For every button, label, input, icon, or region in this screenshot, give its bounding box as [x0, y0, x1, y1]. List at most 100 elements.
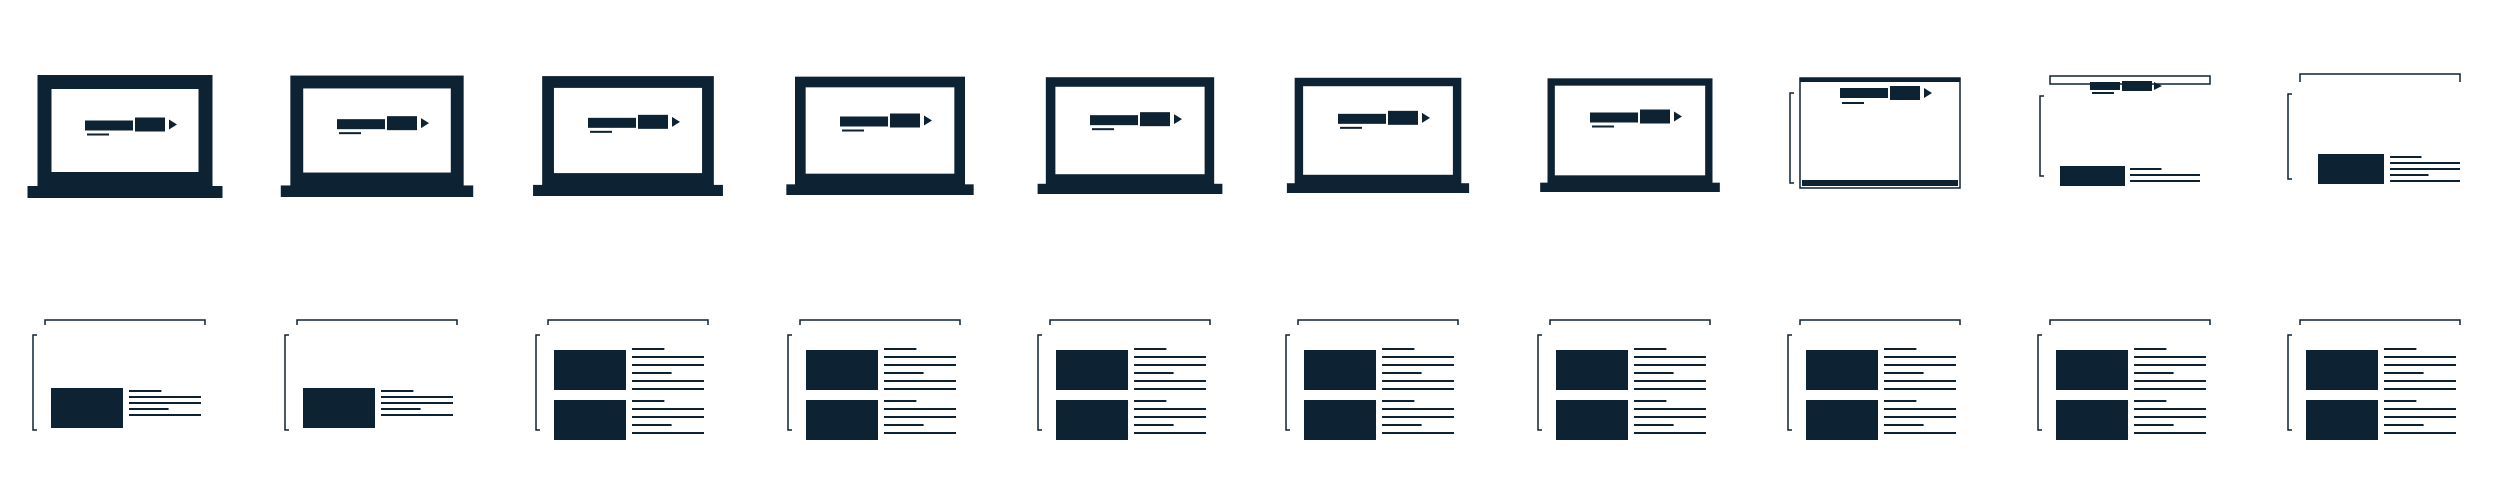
article-card-image	[1806, 400, 1878, 440]
search-bar	[2090, 82, 2120, 90]
laptop-base	[1540, 182, 1720, 192]
cursor-arrow-icon	[1422, 112, 1430, 123]
article-text-line	[129, 396, 201, 398]
article-text-line	[632, 356, 704, 358]
article-text-line	[2130, 174, 2200, 176]
article-text-line	[381, 408, 421, 410]
frame-row2-9	[2037, 319, 2211, 440]
search-bar	[588, 117, 636, 128]
frame-row1-9	[2039, 75, 2211, 186]
article-text-line	[381, 390, 414, 392]
article-text-line	[632, 424, 672, 426]
article-card-image	[806, 350, 878, 390]
article-text-line	[884, 356, 956, 358]
article-text-line	[1634, 388, 1706, 390]
article-text-line	[2134, 416, 2206, 418]
article-card-image	[1056, 400, 1128, 440]
frame-row1-4	[786, 76, 974, 195]
frame-row1-8	[1789, 77, 1961, 189]
article-card-image	[2318, 154, 2384, 184]
laptop-screen-inner	[1554, 85, 1706, 176]
search-hint-line	[842, 129, 864, 132]
article-text-line	[1382, 400, 1415, 402]
laptop-base	[533, 184, 723, 196]
article-card-image	[2306, 400, 2378, 440]
frame-row2-8	[1787, 319, 1961, 440]
article-text-line	[2134, 408, 2206, 410]
search-hint-line	[87, 133, 109, 136]
article-text-line	[2390, 174, 2429, 176]
article-text-line	[1884, 408, 1956, 410]
article-text-line	[2384, 408, 2456, 410]
laptop-base	[1037, 183, 1223, 194]
article-text-line	[1634, 364, 1706, 366]
frame-row2-4	[787, 319, 961, 440]
article-text-line	[2134, 424, 2174, 426]
frame-row2-6	[1285, 319, 1459, 440]
search-button	[135, 117, 165, 132]
laptop-screen-inner	[805, 87, 955, 174]
article-text-line	[1134, 348, 1167, 350]
article-text-line	[1134, 372, 1174, 374]
search-button	[1890, 86, 1920, 100]
article-text-line	[632, 348, 665, 350]
article-text-line	[632, 372, 672, 374]
article-text-line	[381, 396, 453, 398]
side-bracket	[2287, 334, 2292, 431]
article-text-line	[1634, 372, 1674, 374]
side-bracket	[32, 334, 37, 431]
article-text-line	[1134, 388, 1206, 390]
article-text-line	[884, 408, 956, 410]
article-text-line	[1134, 432, 1206, 434]
article-text-line	[884, 424, 924, 426]
article-text-line	[1634, 356, 1706, 358]
search-button	[1388, 110, 1418, 125]
frame-row1-7	[1540, 78, 1720, 192]
article-text-line	[1884, 388, 1956, 390]
frame-row2-10	[2287, 319, 2461, 440]
laptop-base	[786, 184, 974, 195]
frame-row1-2	[280, 75, 474, 197]
article-text-line	[1634, 432, 1706, 434]
cursor-arrow-icon	[169, 119, 177, 130]
laptop-screen-inner	[1303, 86, 1453, 175]
article-text-line	[1382, 356, 1454, 358]
article-text-line	[632, 364, 704, 366]
side-bracket	[284, 334, 289, 431]
page-top-frame	[799, 319, 961, 325]
search-bar	[840, 116, 888, 127]
article-text-line	[1382, 372, 1422, 374]
article-text-line	[632, 416, 704, 418]
article-text-line	[2134, 372, 2174, 374]
article-text-line	[129, 402, 201, 404]
article-text-line	[2384, 424, 2424, 426]
article-card-image	[303, 388, 375, 428]
side-bracket	[787, 334, 792, 431]
article-text-line	[1382, 364, 1454, 366]
cursor-arrow-icon	[1924, 88, 1932, 98]
article-text-line	[1134, 380, 1206, 382]
article-card-image	[554, 350, 626, 390]
article-text-line	[381, 402, 453, 404]
morph-top-bar	[1800, 78, 1960, 82]
article-text-line	[2384, 356, 2456, 358]
search-bar	[85, 120, 133, 131]
article-text-line	[1884, 416, 1956, 418]
morph-bottom-bar	[1802, 180, 1958, 186]
article-text-line	[1382, 388, 1454, 390]
article-text-line	[1884, 348, 1917, 350]
laptop-base	[1286, 183, 1470, 193]
article-text-line	[884, 400, 917, 402]
page-top-frame	[1549, 319, 1711, 325]
article-text-line	[1634, 380, 1706, 382]
article-text-line	[1134, 424, 1174, 426]
article-text-line	[2384, 364, 2456, 366]
frame-row1-10	[2287, 73, 2461, 184]
article-card-image	[2056, 400, 2128, 440]
side-bracket	[1787, 334, 1792, 431]
article-text-line	[2134, 400, 2167, 402]
article-card-image	[2306, 350, 2378, 390]
article-text-line	[129, 408, 169, 410]
